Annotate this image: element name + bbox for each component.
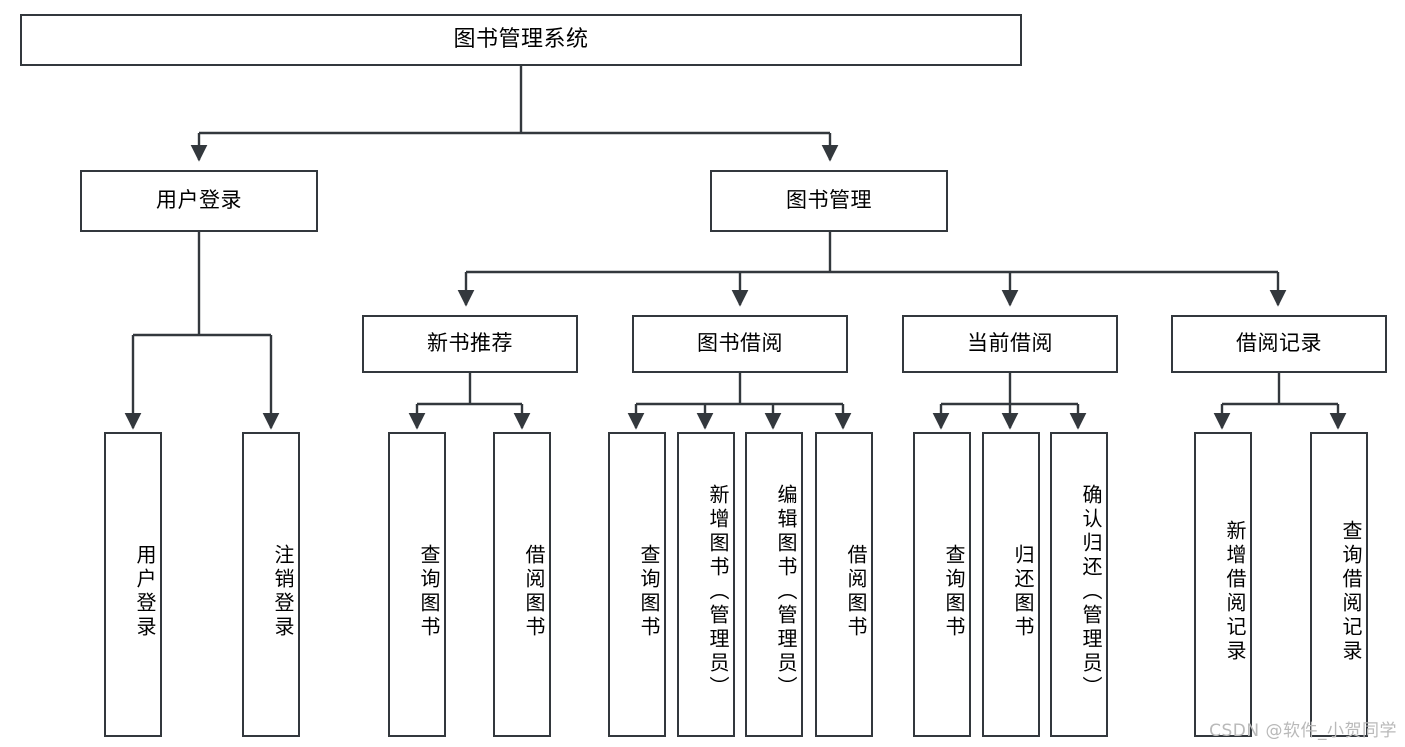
node-label: 查询图书	[417, 543, 441, 640]
node-label: 查询图书	[942, 543, 966, 640]
leaf-current-borrow-return[interactable]: 归还图书	[982, 432, 1040, 737]
leaf-user-login-login[interactable]: 用户登录	[104, 432, 162, 737]
node-label: 归还图书	[1011, 543, 1035, 640]
leaf-borrow-records-add[interactable]: 新增借阅记录	[1194, 432, 1252, 737]
node-borrow-records[interactable]: 借阅记录	[1171, 315, 1387, 373]
node-label: 借阅记录	[1236, 331, 1322, 356]
node-label: 用户登录	[133, 543, 157, 640]
leaf-user-login-logout[interactable]: 注销登录	[242, 432, 300, 737]
leaf-book-borrow-query[interactable]: 查询图书	[608, 432, 666, 737]
node-label: 新增图书（管理员）	[706, 483, 730, 700]
leaf-book-borrow-add[interactable]: 新增图书（管理员）	[677, 432, 735, 737]
node-label: 图书借阅	[697, 331, 783, 356]
node-user-login[interactable]: 用户登录	[80, 170, 318, 232]
leaf-book-borrow-borrow[interactable]: 借阅图书	[815, 432, 873, 737]
node-label: 查询借阅记录	[1339, 519, 1363, 664]
node-label: 编辑图书（管理员）	[774, 483, 798, 700]
leaf-new-books-query[interactable]: 查询图书	[388, 432, 446, 737]
node-label: 确认归还（管理员）	[1079, 483, 1103, 700]
node-label: 借阅图书	[844, 543, 868, 640]
leaf-current-borrow-confirm-return[interactable]: 确认归还（管理员）	[1050, 432, 1108, 737]
node-current-borrow[interactable]: 当前借阅	[902, 315, 1118, 373]
leaf-book-borrow-edit[interactable]: 编辑图书（管理员）	[745, 432, 803, 737]
leaf-new-books-borrow[interactable]: 借阅图书	[493, 432, 551, 737]
leaf-current-borrow-query[interactable]: 查询图书	[913, 432, 971, 737]
leaf-borrow-records-query[interactable]: 查询借阅记录	[1310, 432, 1368, 737]
node-label: 注销登录	[271, 543, 295, 640]
node-book-borrow[interactable]: 图书借阅	[632, 315, 848, 373]
node-label: 新增借阅记录	[1223, 519, 1247, 664]
node-label: 新书推荐	[427, 331, 513, 356]
node-label: 借阅图书	[522, 543, 546, 640]
node-label: 图书管理系统	[453, 26, 589, 52]
node-label: 图书管理	[786, 188, 872, 213]
node-label: 用户登录	[156, 188, 242, 213]
node-label: 查询图书	[637, 543, 661, 640]
watermark: CSDN @软件_小贺同学	[1209, 721, 1397, 741]
node-new-book-recommend[interactable]: 新书推荐	[362, 315, 578, 373]
node-root-system[interactable]: 图书管理系统	[20, 14, 1022, 66]
node-label: 当前借阅	[967, 331, 1053, 356]
node-book-management[interactable]: 图书管理	[710, 170, 948, 232]
